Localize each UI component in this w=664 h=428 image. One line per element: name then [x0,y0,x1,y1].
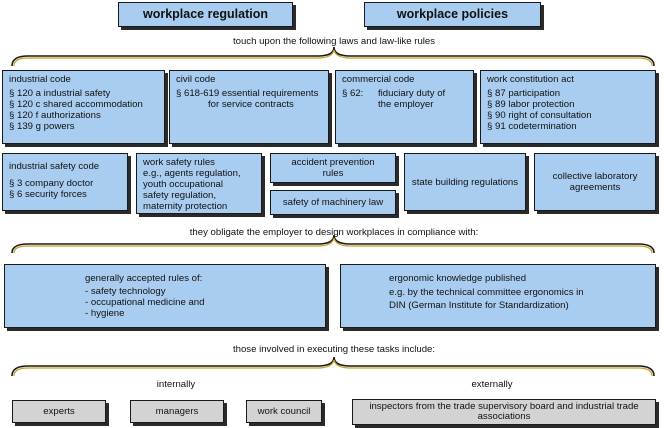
industrial-safety-code-box: industrial safety code § 3 company docto… [2,153,128,211]
civil-code-box: civil code § 618-619 essential requireme… [169,70,329,144]
law-item: youth occupational [143,179,224,190]
work-council-box: work council [246,400,322,423]
law-entry: § 62: fiduciary duty of the employer [342,88,467,110]
brace-laws [11,46,655,67]
box-label: work council [257,406,311,417]
box-label: experts [43,406,75,417]
caption-obligate: they obligate the employer to design wor… [189,227,479,238]
box-label: inspectors from the trade supervisory bo… [369,400,639,422]
law-item: work safety rules [143,157,215,168]
box-label: state building regulations [411,176,519,188]
box-title: industrial code [9,74,71,85]
managers-box: managers [130,400,224,423]
safety-of-machinery-law-box: safety of machinery law [270,190,396,215]
ergonomic-item: DIN (German Institute for Standardizatio… [389,300,569,311]
law-item: for service contracts [208,99,294,110]
law-item: § 120 f authorizations [9,110,101,121]
commercial-code-box: commercial code § 62: fiduciary duty of … [335,70,474,144]
header-label: workplace regulation [142,7,269,21]
box-title: civil code [176,74,216,85]
box-label: accident prevention [291,157,375,168]
work-constitution-act-box: work constitution act § 87 participation… [480,70,656,144]
law-item: § 89 labor protection [487,99,575,110]
law-item: § 87 participation [487,88,561,99]
law-item: § 618-619 essential requirements [176,88,319,99]
law-item: § 120 c shared accommodation [9,99,143,110]
brace-involved [11,356,655,377]
rule-item: - occupational medicine and [85,297,205,308]
industrial-code-box: industrial code § 120 a industrial safet… [2,70,165,144]
ergonomic-item: e.g. by the technical committee ergonomi… [389,287,584,298]
law-item: § 139 g powers [9,121,75,132]
caption-involved: those involved in executing these tasks … [232,344,436,355]
law-item: the employer [378,99,434,110]
header-label: workplace policies [396,7,509,21]
law-item: maternity protection [143,201,228,212]
box-title: work constitution act [487,74,574,85]
box-title: industrial safety code [9,161,100,172]
ergonomic-knowledge-box: ergonomic knowledge published e.g. by th… [340,264,656,328]
work-safety-rules-box: work safety rules e.g., agents regulatio… [136,153,262,214]
box-label: collective laboratory [552,171,638,182]
caption-laws: touch upon the following laws and law-li… [232,36,436,47]
law-item: § 91 codetermination [487,121,577,132]
law-item: § 120 a industrial safety [9,88,111,99]
box-title: ergonomic knowledge published [389,273,527,284]
law-item: e.g., agents regulation, [143,168,241,179]
experts-box: experts [12,400,106,423]
workplace-regulation-header: workplace regulation [118,2,293,27]
law-item: § 90 right of consultation [487,110,592,121]
caption-internally: internally [156,379,196,390]
law-item: safety regulation, [143,190,217,201]
box-label: rules [322,168,344,179]
box-title: generally accepted rules of: [85,273,203,284]
generally-accepted-rules-box: generally accepted rules of: - safety te… [4,264,326,328]
inspectors-box: inspectors from the trade supervisory bo… [352,399,656,425]
box-title: commercial code [342,74,415,85]
law-item: § 3 company doctor [9,178,94,189]
caption-externally: externally [471,379,513,390]
accident-prevention-rules-box: accident prevention rules [270,153,396,183]
rule-item: - safety technology [85,286,166,297]
box-label: safety of machinery law [282,197,384,208]
law-item: § 6 security forces [9,189,87,200]
brace-obligate [11,234,655,254]
box-label: agreements [569,182,621,193]
rule-item: - hygiene [85,308,125,319]
law-item: fiduciary duty of [378,88,446,99]
box-label: managers [155,406,199,417]
workplace-policies-header: workplace policies [364,2,541,27]
state-building-regulations-box: state building regulations [404,153,526,211]
paragraph-number: § 62: [342,88,364,99]
collective-laboratory-agreements-box: collective laboratory agreements [534,153,656,211]
